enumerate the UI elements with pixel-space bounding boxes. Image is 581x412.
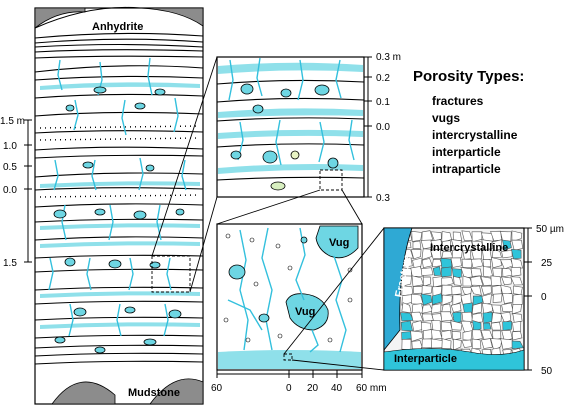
anhydrite-label: Anhydrite (92, 21, 143, 33)
micro-tick-50: 50 (541, 366, 553, 377)
scale-tick-0-0: 0.0 (3, 185, 17, 196)
axis-tick-60: 60 (211, 383, 223, 394)
micro-tick-50um: 50 µm (536, 224, 564, 235)
connector-line (216, 189, 321, 225)
fracture-area (383, 227, 413, 352)
core-scale: 0.3 m 0.2 0.1 0.0 0.3 (364, 52, 401, 204)
vug-center (285, 293, 329, 331)
axis-tick-20: 20 (307, 383, 319, 394)
thin-section-panel: Vug Vug (216, 223, 363, 371)
legend-item-interparticle: interparticle (432, 145, 501, 159)
column-scale: 1.5 m 1.0 0.5 0.0 1.5 (0, 116, 32, 269)
legend-item-intercrystalline: intercrystalline (432, 128, 518, 142)
stratigraphic-column: Anhydrite Mudstone (34, 6, 204, 405)
connector-line (291, 359, 385, 371)
micro-tick-0: 0 (541, 292, 547, 303)
axis-tick-60mm: 60 mm (356, 383, 387, 394)
connector-line (283, 227, 385, 355)
vug-label-top: Vug (329, 237, 349, 249)
scale-tick-1-5: 1.5 (3, 258, 17, 269)
axis-tick-40: 40 (331, 383, 343, 394)
detail-box-column (151, 255, 191, 293)
core-tick-0-0: 0.0 (376, 122, 390, 133)
core-tick-0-1: 0.1 (376, 97, 390, 108)
legend-title: Porosity Types: (413, 68, 524, 85)
detail-box-thin (283, 353, 293, 361)
scale-tick-0-5: 0.5 (3, 162, 17, 173)
micro-scale: 50 µm 25 0 50 (524, 224, 564, 377)
mudstone-label: Mudstone (128, 387, 180, 399)
legend-item-fractures: fractures (432, 94, 484, 108)
scale-tick-1-5m: 1.5 m (0, 116, 25, 127)
legend: Porosity Types: fractures vugs intercrys… (413, 68, 524, 176)
connector-line (189, 196, 218, 293)
intercrystalline-label: Intercrystalline (430, 242, 508, 254)
vug-label-center: Vug (295, 306, 315, 318)
core-panel (216, 56, 365, 198)
vug-top (315, 225, 359, 259)
thin-section-axis: 60 0 20 40 60 mm (211, 370, 387, 394)
top-cap-right (139, 7, 204, 27)
micro-tick-25: 25 (541, 258, 553, 269)
top-cap-curve (34, 6, 141, 29)
connector-line (341, 189, 363, 225)
bottom-cap-left (51, 381, 116, 405)
core-tick-0-3m: 0.3 m (376, 52, 401, 63)
bottom-cap-right (149, 378, 204, 405)
detail-box-core (319, 169, 343, 191)
legend-item-vugs: vugs (432, 111, 460, 125)
interparticle-label: Interparticle (394, 353, 457, 365)
micro-panel: Fracture Intercrystalline Interparticle (383, 227, 525, 371)
axis-tick-0: 0 (286, 383, 292, 394)
connector-line (151, 56, 218, 257)
legend-item-intraparticle: intraparticle (432, 162, 501, 176)
scale-tick-1-0: 1.0 (3, 141, 17, 152)
core-tick-0-3: 0.3 (376, 193, 390, 204)
core-tick-0-2: 0.2 (376, 73, 390, 84)
